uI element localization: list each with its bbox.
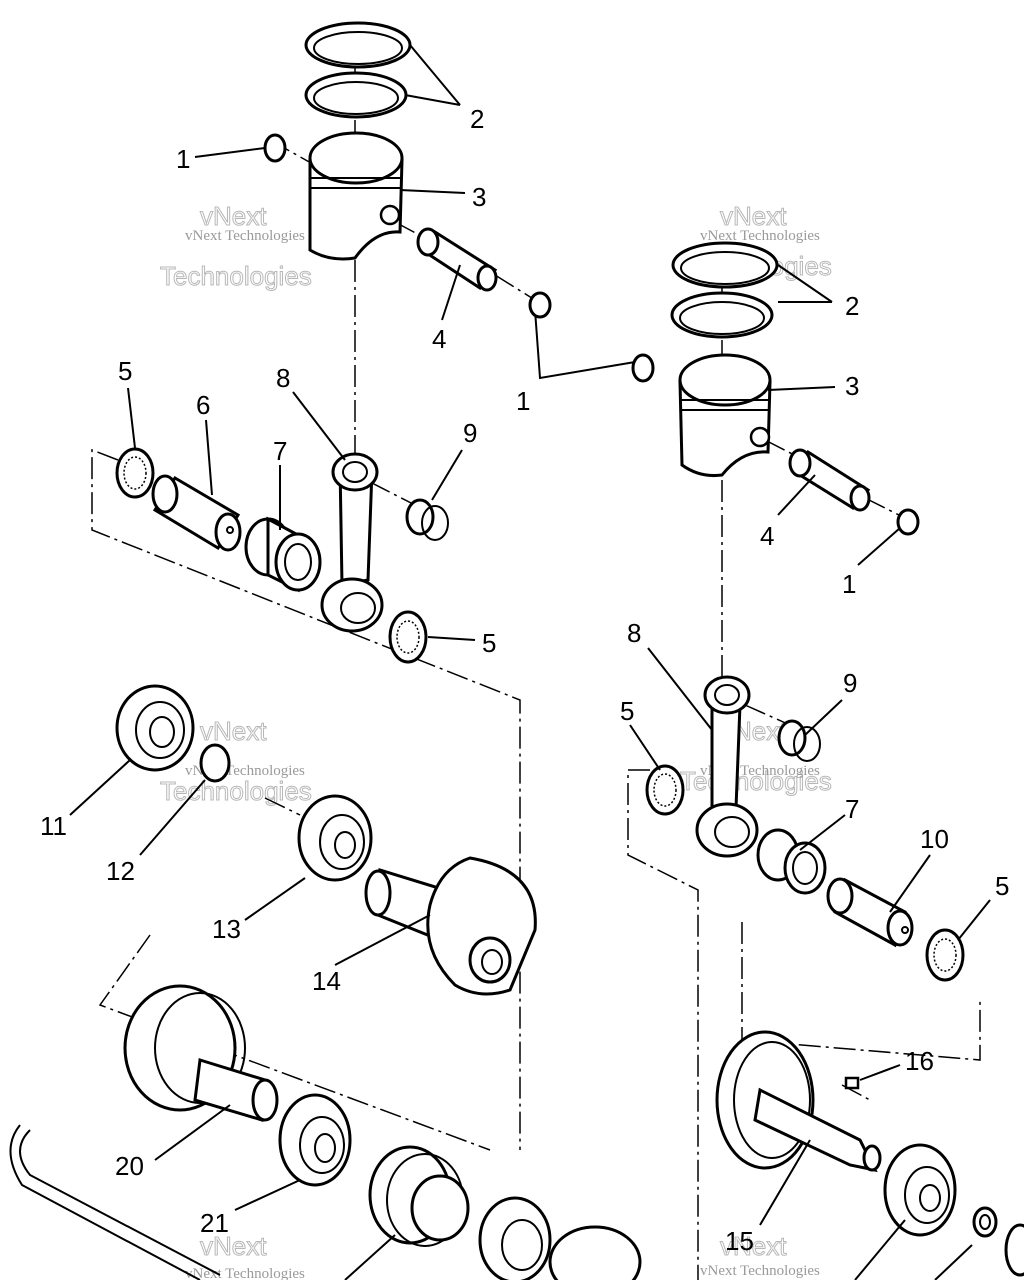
right-crankshaft-half xyxy=(715,1030,882,1173)
assembly-lines xyxy=(91,50,981,1280)
callout-label: 8 xyxy=(627,618,641,648)
right-thrust-washer-a xyxy=(645,764,685,816)
right-circlip-b xyxy=(896,508,920,536)
watermark-1: vNext Technologies vNext Technologies xyxy=(160,201,313,292)
left-piston xyxy=(308,131,404,261)
left-thrust-washer-b xyxy=(388,610,428,664)
right-connecting-rod xyxy=(695,675,759,858)
callout-label: 16 xyxy=(905,1046,934,1076)
callout-label: 9 xyxy=(463,418,477,448)
callout-label: 7 xyxy=(273,436,287,466)
left-thrust-washer-a xyxy=(115,447,155,499)
left-piston-pin xyxy=(416,227,498,292)
callout-label: 9 xyxy=(843,668,857,698)
callout-label: 2 xyxy=(845,291,859,321)
svg-text:vNext: vNext xyxy=(200,201,267,231)
left-end-bearing xyxy=(478,1196,642,1280)
callout-label: 10 xyxy=(920,824,949,854)
callout-label: 8 xyxy=(276,363,290,393)
callout-label: 12 xyxy=(106,856,135,886)
left-crank-pin xyxy=(151,474,242,552)
left-outer-bearing xyxy=(278,1093,352,1187)
callout-label: 4 xyxy=(760,521,774,551)
svg-text:Technologies: Technologies xyxy=(160,261,312,291)
callout-label: 7 xyxy=(845,794,859,824)
right-needle-bearing-big xyxy=(756,828,827,895)
callout-labels: 1 2 3 4 1 2 3 5 6 7 8 9 4 1 5 8 9 5 7 10… xyxy=(40,104,1009,1256)
svg-text:vNext: vNext xyxy=(200,716,267,746)
callout-label: 20 xyxy=(115,1151,144,1181)
watermark-5: vNext vNext Technologies xyxy=(185,1231,305,1280)
callout-label: 13 xyxy=(212,914,241,944)
left-inner-bearing xyxy=(297,794,373,882)
svg-text:vNext Technologies: vNext Technologies xyxy=(185,228,305,244)
callout-label: 15 xyxy=(725,1226,754,1256)
callout-label: 6 xyxy=(196,390,210,420)
svg-text:vNext Technologies: vNext Technologies xyxy=(700,1263,820,1279)
left-snap-ring xyxy=(199,743,231,783)
svg-text:Technologies: Technologies xyxy=(680,766,832,796)
callout-label: 21 xyxy=(200,1208,229,1238)
left-needle-bearing-small xyxy=(405,498,449,541)
svg-text:Technologies: Technologies xyxy=(160,776,312,806)
callout-label: 5 xyxy=(118,356,132,386)
right-circlip-a xyxy=(631,353,655,383)
svg-text:vNext Technologies: vNext Technologies xyxy=(700,228,820,244)
svg-text:vNext: vNext xyxy=(720,1231,787,1261)
left-circlip-b xyxy=(528,291,552,319)
left-circlip-a xyxy=(263,133,287,163)
callout-label: 5 xyxy=(995,871,1009,901)
svg-text:vNext: vNext xyxy=(200,1231,267,1261)
callout-label: 2 xyxy=(470,104,484,134)
right-piston xyxy=(678,353,772,477)
callout-label: 3 xyxy=(845,371,859,401)
watermark-6: vNext vNext Technologies xyxy=(700,1231,820,1280)
right-thrust-washer-b xyxy=(925,928,965,982)
callout-label: 11 xyxy=(40,811,67,841)
leader-lines xyxy=(69,44,991,1280)
right-piston-ring-upper xyxy=(671,241,779,289)
svg-text:vNext: vNext xyxy=(720,201,787,231)
left-main-bearing xyxy=(115,684,195,772)
callout-label: 5 xyxy=(620,696,634,726)
callout-label: 1 xyxy=(176,144,190,174)
callout-label: 1 xyxy=(842,569,856,599)
right-washer xyxy=(972,1206,1024,1277)
left-crankshaft-half xyxy=(364,856,537,996)
left-piston-ring-lower xyxy=(304,71,408,119)
left-piston-ring-upper xyxy=(304,21,412,69)
right-crank-pin xyxy=(826,877,914,948)
callout-label: 1 xyxy=(516,386,530,416)
right-piston-ring-lower xyxy=(670,291,774,339)
left-needle-bearing-big xyxy=(244,516,322,593)
callout-label: 5 xyxy=(482,628,496,658)
right-needle-bearing-small xyxy=(777,719,821,762)
callout-label: 4 xyxy=(432,324,446,354)
svg-text:vNext Technologies: vNext Technologies xyxy=(185,1266,305,1280)
left-crank-web-outer xyxy=(123,984,279,1122)
callout-label: 3 xyxy=(472,182,486,212)
left-cable-loop xyxy=(9,1124,221,1280)
right-main-bearing xyxy=(883,1143,957,1237)
right-woodruff-key xyxy=(844,1076,860,1090)
callout-label: 14 xyxy=(312,966,341,996)
right-piston-pin xyxy=(788,448,871,512)
left-connecting-rod xyxy=(320,452,384,633)
left-labyrinth-seal xyxy=(368,1145,470,1247)
